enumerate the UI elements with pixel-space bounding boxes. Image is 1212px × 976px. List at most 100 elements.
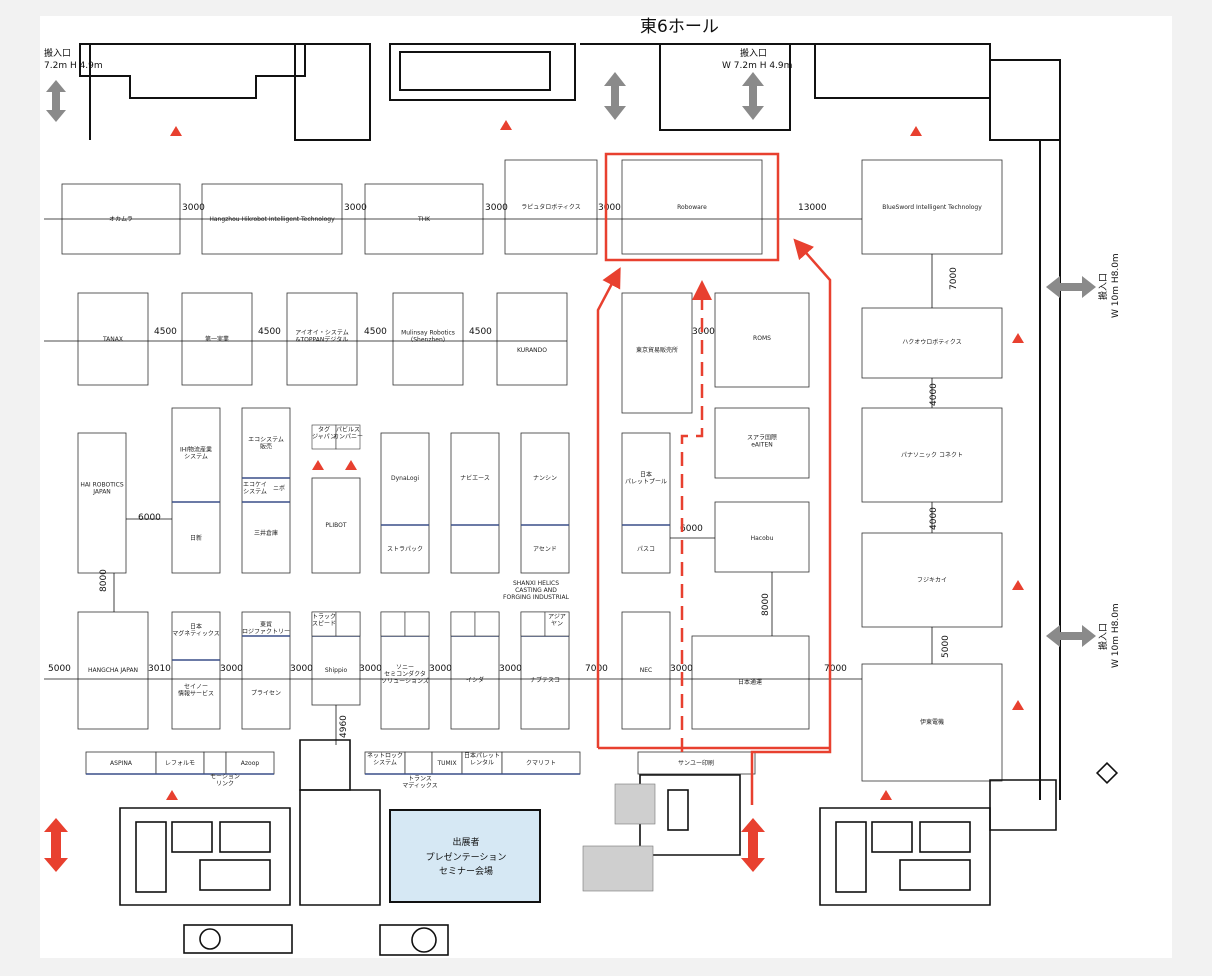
booth-kurando[interactable]	[496, 292, 568, 386]
booth-nihon-mag[interactable]	[171, 611, 221, 730]
label-mulinsay: Mulinsay Robotics(Shenzhen)	[401, 330, 455, 344]
label-sanyu: サンユー印刷	[678, 759, 714, 767]
svg-text:3000: 3000	[598, 203, 621, 213]
label-ishida: イシダ	[466, 676, 484, 684]
label-seinou: セイノー情報サービス	[178, 684, 214, 698]
label-truck: トラックスピード	[312, 614, 336, 628]
label-ecosystem: エコシステム販売	[248, 437, 284, 451]
label-tumix: TUMIX	[436, 760, 456, 767]
route-left	[596, 267, 621, 748]
label-plibot: PLIBOT	[325, 522, 346, 529]
booth-nansin[interactable]	[520, 432, 570, 574]
svg-text:3000: 3000	[359, 664, 382, 674]
booth-plibot[interactable]	[311, 477, 361, 574]
label-shippio: Shippio	[325, 667, 348, 674]
booth-nihon-tsuun[interactable]	[691, 635, 810, 730]
red-markers	[166, 120, 1024, 800]
seminar-line1: 出展者	[452, 836, 479, 848]
booth-hakuo[interactable]	[861, 307, 1003, 379]
booth-nippon-pallet[interactable]	[621, 432, 671, 574]
hatched-areas	[582, 783, 656, 892]
entrance-top-left-dims: 7.2m H 4.9m	[44, 61, 103, 71]
label-rapyuta: ラピュタロボティクス	[521, 203, 580, 211]
label-tokyo-boeki: 東京貿易販売所	[636, 346, 678, 354]
label-fujikai: フジキカイ	[917, 577, 947, 584]
booth-bluesword[interactable]	[861, 159, 1003, 255]
booth-nec[interactable]	[621, 611, 671, 730]
booth-ito-chu[interactable]	[861, 663, 1003, 782]
label-roms: ROMS	[753, 335, 771, 342]
booth-dynalogi[interactable]	[380, 432, 430, 574]
label-aspina: ASPINA	[110, 760, 133, 767]
label-navius: ナビエース	[460, 474, 490, 482]
svg-text:4500: 4500	[258, 327, 281, 337]
booth-rapyuta[interactable]	[504, 159, 598, 255]
outer-walls	[89, 44, 1061, 800]
label-pillsv: パビルスカンパニー	[333, 426, 363, 441]
svg-text:3000: 3000	[344, 203, 367, 213]
label-nansin: ナンシン	[533, 475, 557, 482]
route-right	[750, 238, 832, 805]
booth-tanax[interactable]	[77, 292, 149, 386]
svg-text:8000: 8000	[99, 569, 109, 592]
label-ecouk: エコケイシステム	[243, 482, 267, 496]
label-nec: NEC	[640, 667, 652, 674]
route-dashed	[680, 280, 712, 752]
label-refolm: レフォルモ	[165, 760, 195, 767]
entrance-top-right-dims: W 7.2m H 4.9m	[722, 61, 792, 71]
booth-labels: オカムラ Hangzhou Hikrobot Intelligent Techn…	[80, 203, 982, 790]
booth-hangcha[interactable]	[77, 611, 149, 730]
dimension-labels: 3000 3000 3000 3000 13000 4500 4500 4500…	[48, 203, 959, 738]
label-mitsui: 三井倉庫	[254, 529, 278, 537]
label-netlock: ネットロックシステム	[367, 753, 403, 767]
booth-daiichi[interactable]	[181, 292, 253, 386]
svg-text:7000: 7000	[949, 267, 959, 290]
svg-text:13000: 13000	[798, 203, 827, 213]
booth-ecosystem[interactable]	[241, 407, 291, 574]
seminar-room[interactable]	[389, 809, 541, 903]
booth-sanyu[interactable]	[637, 751, 756, 775]
booth-tokai[interactable]	[241, 611, 291, 730]
svg-text:3000: 3000	[499, 664, 522, 674]
svg-text:7000: 7000	[824, 664, 847, 674]
booth-navius[interactable]	[450, 432, 500, 574]
label-hikrobot: Hangzhou Hikrobot Intelligent Technology	[209, 216, 335, 223]
booth-tokyo-boeki[interactable]	[621, 292, 693, 414]
label-dynalogi: DynaLogi	[391, 475, 419, 482]
booth-fujikai[interactable]	[861, 532, 1003, 628]
red-arrow-bottom-center	[741, 818, 765, 872]
booth-hai[interactable]	[77, 432, 127, 574]
booth-roboware[interactable]	[621, 159, 763, 255]
booth-ih[interactable]	[171, 407, 221, 574]
gray-arrow-top-2	[604, 72, 626, 120]
entrance-top-right-label: 搬入口	[740, 47, 767, 59]
svg-text:3010: 3010	[148, 664, 171, 674]
label-motion: モーションリンク	[210, 774, 240, 788]
gray-arrow-top-1	[46, 80, 66, 122]
label-sony: ソニーセミコンダクタソリューションズ	[381, 664, 429, 685]
svg-text:3000: 3000	[429, 664, 452, 674]
booth-hacobu[interactable]	[714, 501, 810, 573]
seminar-line3: セミナー会場	[439, 865, 493, 877]
svg-text:3000: 3000	[290, 664, 313, 674]
highlight-box	[604, 152, 780, 262]
dimension-lines	[44, 218, 933, 745]
svg-text:3000: 3000	[182, 203, 205, 213]
label-aioi: アイオイ・システム&TOPPANデジタル	[295, 330, 349, 344]
svg-text:5000: 5000	[941, 635, 951, 658]
svg-text:5000: 5000	[48, 664, 71, 674]
svg-text:4000: 4000	[929, 383, 939, 406]
booth-aioi[interactable]	[286, 292, 358, 386]
label-hakuo: ハクオウロボティクス	[902, 338, 961, 346]
booth-mulinsay[interactable]	[392, 292, 464, 386]
entrance-right-upper-dims: W 10m H8.0m	[1111, 253, 1121, 318]
label-ito-chu: 伊東電機	[920, 718, 944, 726]
label-stravac: ストラパック	[387, 546, 423, 553]
booth-s-ai[interactable]	[714, 407, 810, 479]
booth-roms[interactable]	[714, 292, 810, 388]
booths	[61, 159, 1003, 782]
seminar-labels: 出展者 プレゼンテーション セミナー会場	[426, 836, 507, 877]
